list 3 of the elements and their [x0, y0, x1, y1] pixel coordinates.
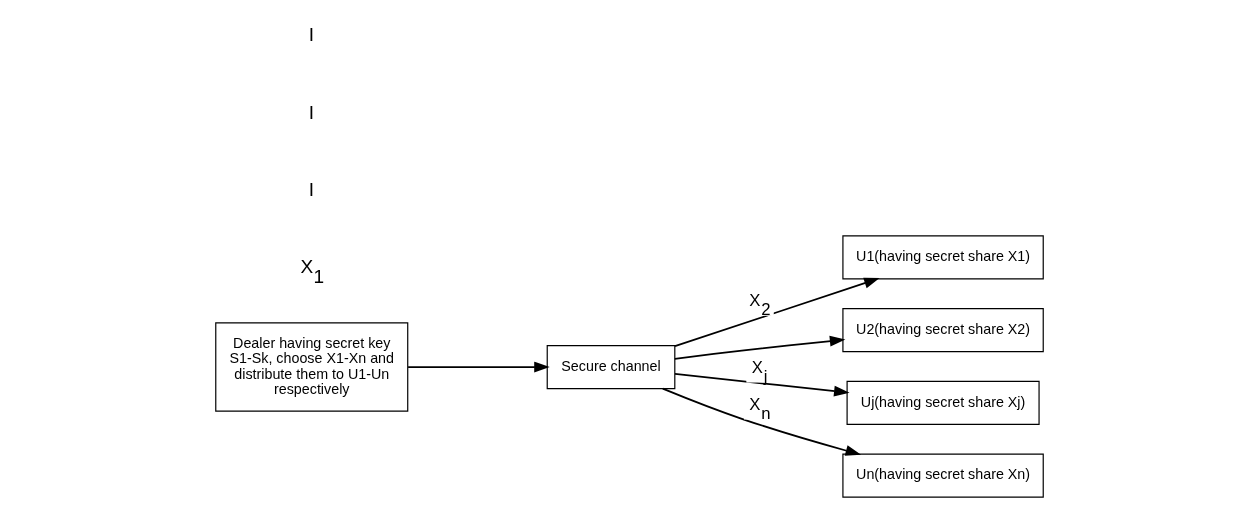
label: I	[308, 101, 315, 123]
label: I	[308, 179, 315, 201]
label: I	[308, 24, 315, 46]
